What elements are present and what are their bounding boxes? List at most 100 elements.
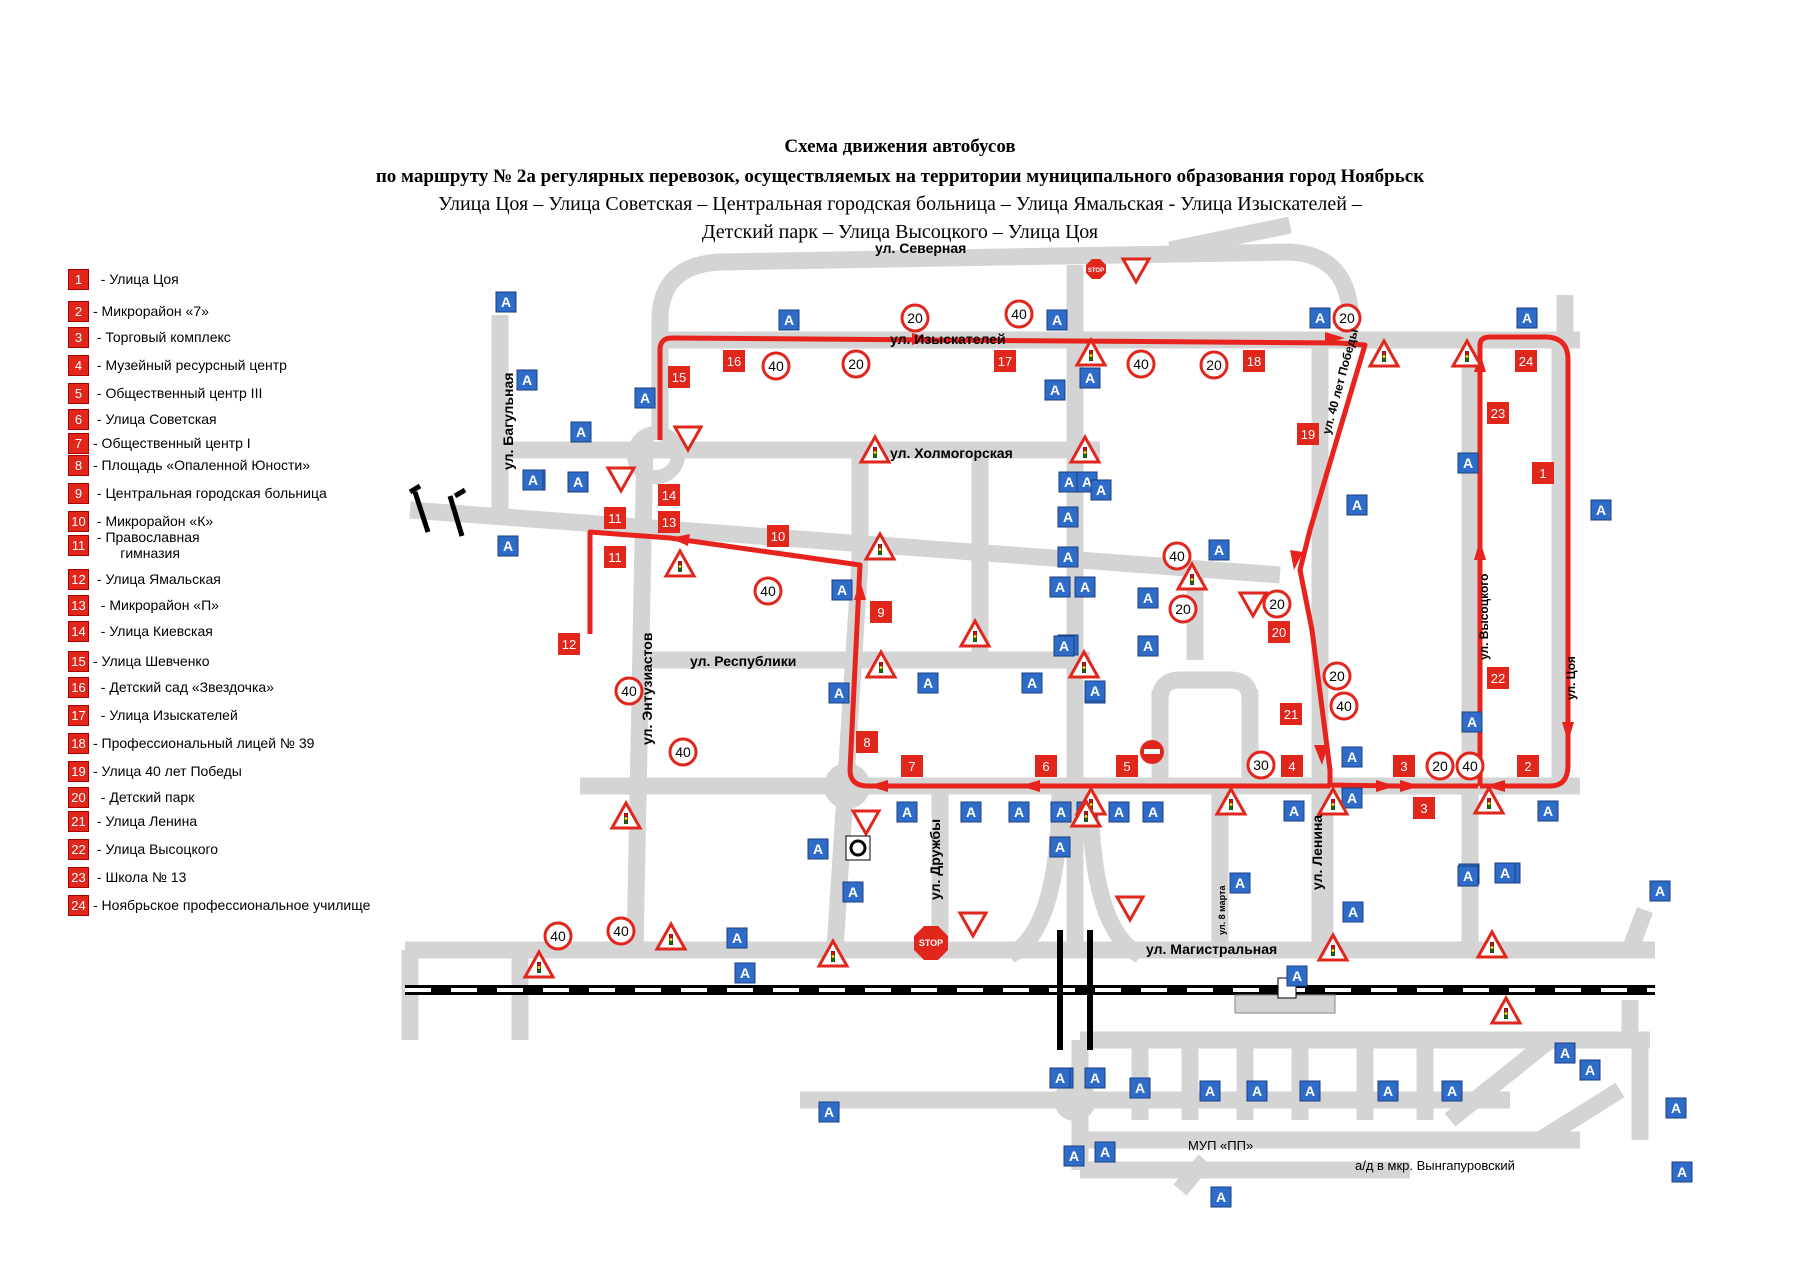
street-severnaya: ул. Северная <box>875 240 966 256</box>
bus-stop-sign: A <box>1090 479 1112 501</box>
bus-stop-sign: A <box>1342 901 1364 923</box>
bus-stop-sign: A <box>1053 635 1075 657</box>
stop-label-8: 8 <box>863 735 870 750</box>
stop-label-17: 17 <box>998 354 1012 369</box>
legend-stop-name: - Центральная городская больница <box>93 485 327 501</box>
bus-stop-sign: A <box>1142 801 1164 823</box>
bus-stop-sign: A <box>567 471 589 493</box>
legend-item-5: 5 - Общественный центр III <box>68 382 262 404</box>
legend-stop-name: - Ноябрьское профессиональное училище <box>93 897 371 913</box>
traffic-light-warning-sign <box>654 920 688 951</box>
speed-limit-40-sign: 40 <box>1455 751 1485 781</box>
stop-label-19: 19 <box>1301 427 1315 442</box>
stop-label-11a: 11 <box>608 511 622 526</box>
bus-stop-sign: A <box>1590 499 1612 521</box>
traffic-light-warning-sign <box>816 937 850 968</box>
bus-stop-sign: A <box>960 801 982 823</box>
bus-stop-sign: A <box>1057 546 1079 568</box>
traffic-light-warning-sign <box>609 799 643 830</box>
stop-marker-9: 9 <box>870 601 892 623</box>
stop-label-6: 6 <box>1042 759 1049 774</box>
svg-text:A: A <box>1655 883 1665 899</box>
street-tsoya: ул. Цоя <box>1564 656 1578 700</box>
svg-text:A: A <box>1467 714 1477 730</box>
stop-label-11b: 11 <box>608 550 622 565</box>
svg-text:A: A <box>1347 790 1357 806</box>
yield-sign <box>672 425 704 454</box>
traffic-light-warning-sign <box>1067 648 1101 679</box>
stop-marker-10: 10 <box>767 525 789 547</box>
bus-stop-sign: A <box>1084 1067 1106 1089</box>
svg-text:A: A <box>1063 549 1073 565</box>
svg-text:40: 40 <box>1336 698 1352 714</box>
stop-marker-13: 13 <box>658 511 680 533</box>
map-subtitle: по маршруту № 2а регулярных перевозок, о… <box>375 166 1425 187</box>
street-vysotskogo: ул. Высоцкого <box>1477 574 1491 660</box>
bus-stop-sign: A <box>1461 711 1483 733</box>
svg-text:A: A <box>1135 1080 1145 1096</box>
svg-text:A: A <box>1289 803 1299 819</box>
legend-stop-name: - Микрорайон «К» <box>93 513 214 529</box>
svg-text:30: 30 <box>1253 757 1269 773</box>
bus-stop-sign: A <box>828 682 850 704</box>
legend-stop-number: 21 <box>68 810 89 832</box>
svg-text:40: 40 <box>613 923 629 939</box>
stop-label-13: 13 <box>662 515 676 530</box>
legend-stop-name: - Микрорайон «П» <box>93 597 219 613</box>
speed-limit-20-sign: 20 <box>841 349 871 379</box>
svg-text:40: 40 <box>550 928 566 944</box>
bus-stop-sign: A <box>1579 1059 1601 1081</box>
bus-stop-sign: A <box>818 1101 840 1123</box>
svg-text:A: A <box>1235 875 1245 891</box>
bus-stop-sign: A <box>726 927 748 949</box>
legend-stop-number: 23 <box>68 866 89 888</box>
stop-marker-3b: 3 <box>1413 797 1435 819</box>
bridge-west <box>408 483 467 537</box>
speed-limit-40-sign: 40 <box>614 676 644 706</box>
legend-stop-name: - Улица Киевская <box>93 623 213 639</box>
legend-item-2: 2- Микрорайон «7» <box>68 300 209 322</box>
svg-text:A: A <box>1143 590 1153 606</box>
route-stops: 15 16 17 18 19 20 21 4 3 3 2 1 24 23 22 … <box>558 350 1554 819</box>
svg-text:A: A <box>1114 804 1124 820</box>
bus-stop-sign: A <box>896 801 918 823</box>
svg-text:40: 40 <box>1462 758 1478 774</box>
label-mup: МУП «ПП» <box>1188 1138 1253 1153</box>
legend-stop-name: - Православная гимназия <box>96 529 200 561</box>
street-magistralnaya: ул. Магистральная <box>1146 941 1277 957</box>
svg-text:20: 20 <box>1432 758 1448 774</box>
legend-item-24: 24- Ноябрьское профессиональное училище <box>68 894 370 916</box>
stop-marker-20: 20 <box>1268 621 1290 643</box>
legend-stop-name: - Торговый комплекс <box>93 329 231 345</box>
svg-text:A: A <box>528 472 538 488</box>
legend-item-12: 12 - Улица Ямальская <box>68 568 221 590</box>
svg-text:20: 20 <box>1175 601 1191 617</box>
legend-stop-name: - Улица Шевченко <box>93 653 210 669</box>
stop-label-24: 24 <box>1519 354 1533 369</box>
legend-stop-number: 24 <box>68 894 89 916</box>
legend-item-13: 13 - Микрорайон «П» <box>68 594 219 616</box>
stop-label-9: 9 <box>877 605 884 620</box>
stop-marker-1: 1 <box>1532 462 1554 484</box>
bus-stop-sign: A <box>1049 836 1071 858</box>
bus-stop-sign: A <box>1137 587 1159 609</box>
legend-item-10: 10 - Микрорайон «К» <box>68 510 213 532</box>
legend-stop-number: 20 <box>68 786 89 808</box>
legend-stop-number: 19 <box>68 760 89 782</box>
stop-label-5: 5 <box>1123 759 1130 774</box>
svg-text:40: 40 <box>760 583 776 599</box>
stop-label-2: 2 <box>1524 759 1531 774</box>
legend-stop-name: - Школа № 13 <box>93 869 187 885</box>
svg-text:A: A <box>1216 1189 1226 1205</box>
speed-limit-40-sign: 40 <box>753 576 783 606</box>
svg-text:A: A <box>1052 312 1062 328</box>
stop-label-22: 22 <box>1491 671 1505 686</box>
stop-marker-4: 4 <box>1281 755 1303 777</box>
svg-text:A: A <box>1085 370 1095 386</box>
legend-stop-name: - Детский сад «Звездочка» <box>93 679 274 695</box>
bus-stop-sign: A <box>1199 1080 1221 1102</box>
legend-stop-name: - Детский парк <box>93 789 195 805</box>
